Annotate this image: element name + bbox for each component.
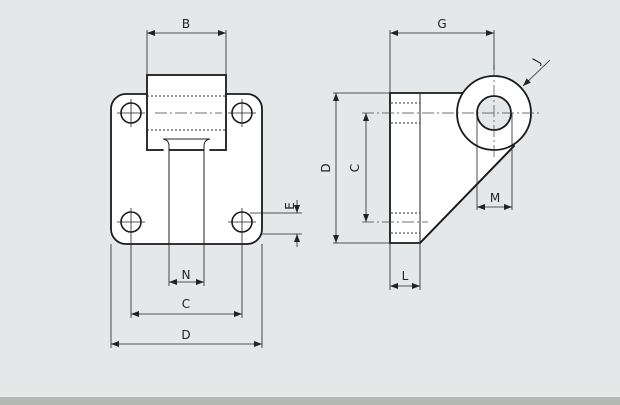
bottom-band: [0, 396, 620, 405]
side-dim-label-c: C: [348, 164, 362, 172]
dim-label-e: E: [283, 202, 297, 210]
dim-label-l: L: [402, 269, 409, 283]
side-dim-label-d: D: [319, 163, 333, 172]
dim-label-c: C: [182, 297, 190, 311]
dim-label-n: N: [182, 268, 191, 282]
front-view: B E N C D: [110, 17, 302, 348]
dim-label-b: B: [182, 17, 190, 31]
dim-label-j: J: [529, 56, 543, 67]
dim-label-d: D: [181, 328, 190, 342]
top-block: [146, 74, 227, 151]
neck: [162, 138, 211, 244]
dim-label-g: G: [437, 17, 446, 31]
side-view: G J D C M L: [319, 17, 551, 290]
dim-label-m: M: [490, 191, 500, 205]
